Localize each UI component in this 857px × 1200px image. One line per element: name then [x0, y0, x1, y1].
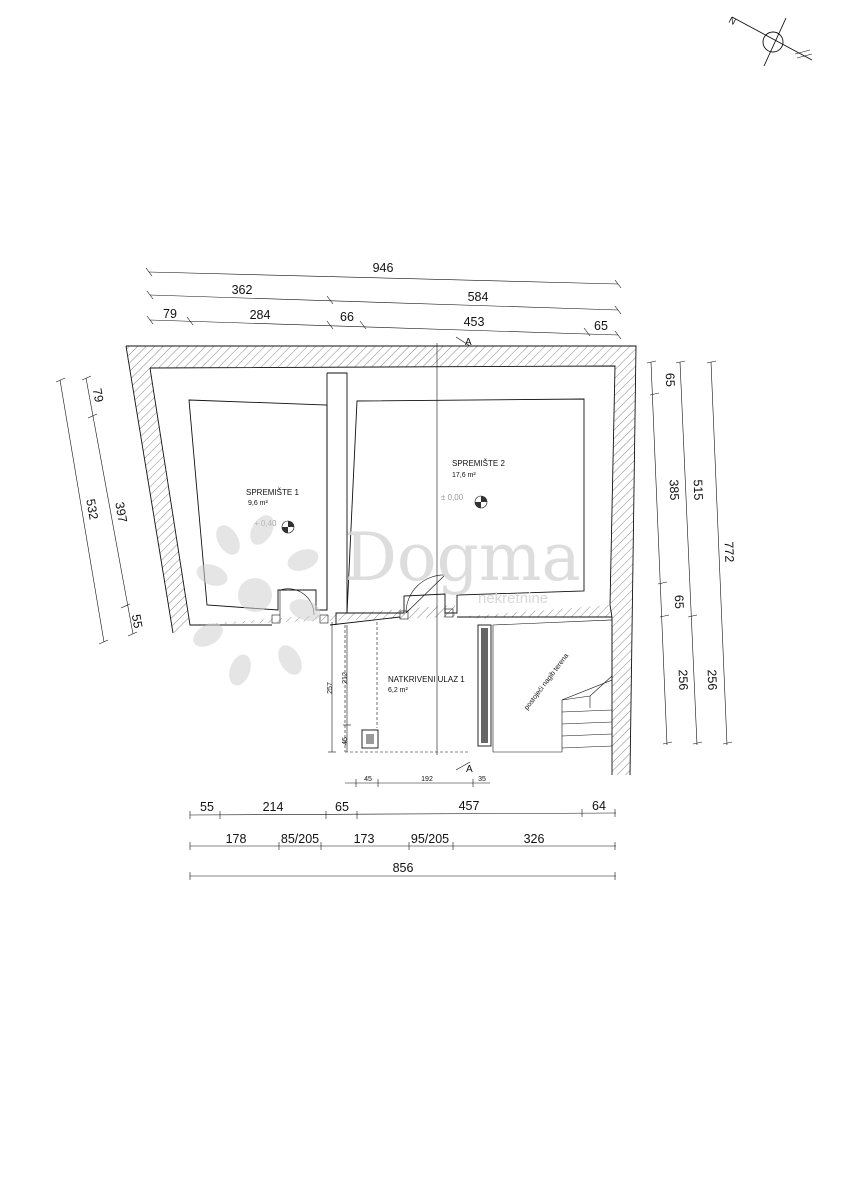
dim-bottom-2-3: 173: [354, 832, 375, 846]
stairs: [561, 675, 613, 749]
dim-bottom-2-5: 326: [524, 832, 545, 846]
room-1-area: 9,6 m²: [248, 500, 269, 507]
dim-left-2: 397: [112, 501, 129, 524]
dim-entrance-v-3: 45: [342, 737, 349, 745]
section-marker-bottom: A: [466, 764, 473, 775]
dim-right-mid-1: 515: [691, 479, 706, 500]
terrain-note: postojeći nagib terena: [523, 653, 570, 712]
dim-right-1: 65: [663, 373, 677, 387]
north-arrow-icon: N: [727, 15, 813, 67]
watermark-brand: Dogma: [344, 519, 581, 596]
left-dimensions: 532 79 397 55: [55, 375, 145, 645]
right-dimensions: 65 385 65 256 515 256 772: [646, 360, 737, 746]
dim-entrance-h-2: 192: [421, 776, 433, 783]
dim-left-outer: 532: [83, 498, 100, 521]
room-2-area: 17,6 m²: [452, 472, 476, 479]
dim-bottom-1-3: 65: [335, 800, 349, 814]
dim-top-3-1: 79: [163, 307, 177, 321]
dim-top-2-2: 584: [468, 290, 489, 304]
watermark-sub: nekretnine: [478, 590, 548, 607]
entrance-dimensions: 257 212 45 45 192 35: [327, 622, 490, 787]
dim-bottom-1-5: 64: [592, 799, 606, 813]
dim-top-2-1: 362: [232, 283, 253, 297]
dim-entrance-h-3: 35: [478, 776, 486, 783]
dim-bottom-1-1: 55: [200, 800, 214, 814]
dim-bottom-2-2: 85/205: [281, 832, 319, 846]
room-2-name: SPREMIŠTE 2: [452, 459, 505, 468]
dim-bottom-1-4: 457: [459, 799, 480, 813]
level-marker-icon: [281, 520, 295, 534]
dim-right-4: 256: [676, 669, 691, 690]
dim-entrance-v-2: 212: [342, 672, 349, 684]
dim-bottom-1-2: 214: [263, 800, 284, 814]
room-3-name: NATKRIVENI ULAZ 1: [388, 675, 465, 684]
door-icon: [399, 574, 454, 620]
dim-top-total: 946: [373, 261, 394, 275]
dim-bottom-total: 856: [393, 861, 414, 875]
bottom-dimensions: 55 214 65 457 64 178 85/205 173 95/205 3…: [189, 799, 617, 880]
door-icon: [271, 588, 329, 624]
dim-right-2: 385: [667, 479, 682, 500]
north-label: N: [727, 15, 737, 27]
dim-bottom-2-1: 178: [226, 832, 247, 846]
room-2-level: ± 0,00: [441, 493, 464, 502]
dim-top-3-5: 65: [594, 319, 608, 333]
top-dimensions: 946 362 584 79 284 66 453 65: [145, 261, 622, 340]
watermark-logo: [193, 515, 321, 686]
dim-bottom-2-4: 95/205: [411, 832, 449, 846]
dim-right-3: 65: [672, 595, 686, 609]
dim-right-outer: 772: [722, 541, 737, 562]
dim-top-3-4: 453: [464, 315, 485, 329]
level-marker-icon: [474, 495, 488, 509]
dim-left-1: 79: [90, 387, 106, 403]
dim-top-3-3: 66: [340, 310, 354, 324]
room-3-area: 6,2 m²: [388, 687, 409, 694]
dim-left-3: 55: [129, 613, 145, 629]
room-1-name: SPREMIŠTE 1: [246, 488, 299, 497]
dim-right-mid-2: 256: [705, 669, 720, 690]
dim-entrance-v-1: 257: [327, 682, 334, 694]
dim-entrance-h-1: 45: [364, 776, 372, 783]
section-marker-top: A: [465, 337, 472, 348]
dim-top-3-2: 284: [250, 308, 271, 322]
